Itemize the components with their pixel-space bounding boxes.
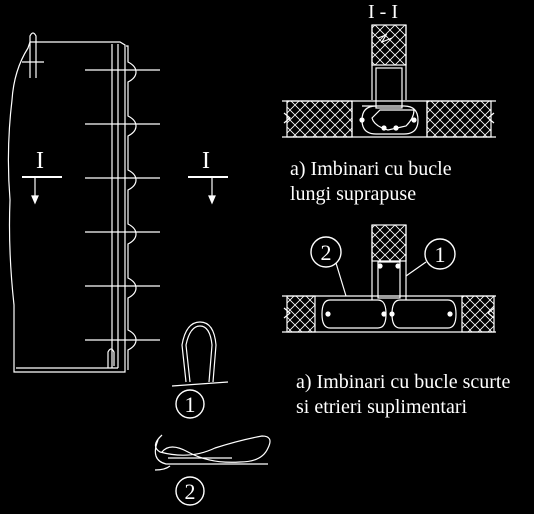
- svg-text:1: 1: [435, 242, 446, 267]
- callout-2: 2: [310, 236, 342, 268]
- wall-elevation: [7, 32, 160, 373]
- top-hook: [29, 32, 37, 78]
- caption-a2-line1: a) Imbinari cu bucle scurte: [296, 371, 510, 393]
- caption-a1-line1: a) Imbinari cu bucle: [290, 158, 452, 180]
- section-cut-left: [22, 176, 62, 205]
- cut-label-right: I: [202, 148, 210, 174]
- cut-label-left: I: [36, 148, 44, 174]
- section-detail-a1: [282, 24, 496, 138]
- svg-text:2: 2: [321, 240, 332, 265]
- loop-detail-2: [154, 434, 271, 471]
- section-title: I - I: [368, 1, 398, 23]
- wall-outline: [7, 41, 126, 373]
- svg-text:1: 1: [185, 392, 196, 417]
- caption-a1-line2: lungi suprapuse: [290, 183, 416, 205]
- caption-a2-line2: si etrieri suplimentari: [296, 396, 468, 418]
- shear-key-profile: [126, 45, 137, 370]
- section-detail-a2: [282, 224, 496, 333]
- loop-detail-1: [171, 321, 229, 387]
- detail-number-1: 1: [175, 389, 205, 419]
- svg-text:2: 2: [185, 479, 196, 504]
- callout-1: 1: [424, 238, 456, 270]
- bottom-hook: [107, 348, 115, 368]
- detail-number-2: 2: [175, 476, 205, 506]
- section-cut-right: [188, 176, 228, 205]
